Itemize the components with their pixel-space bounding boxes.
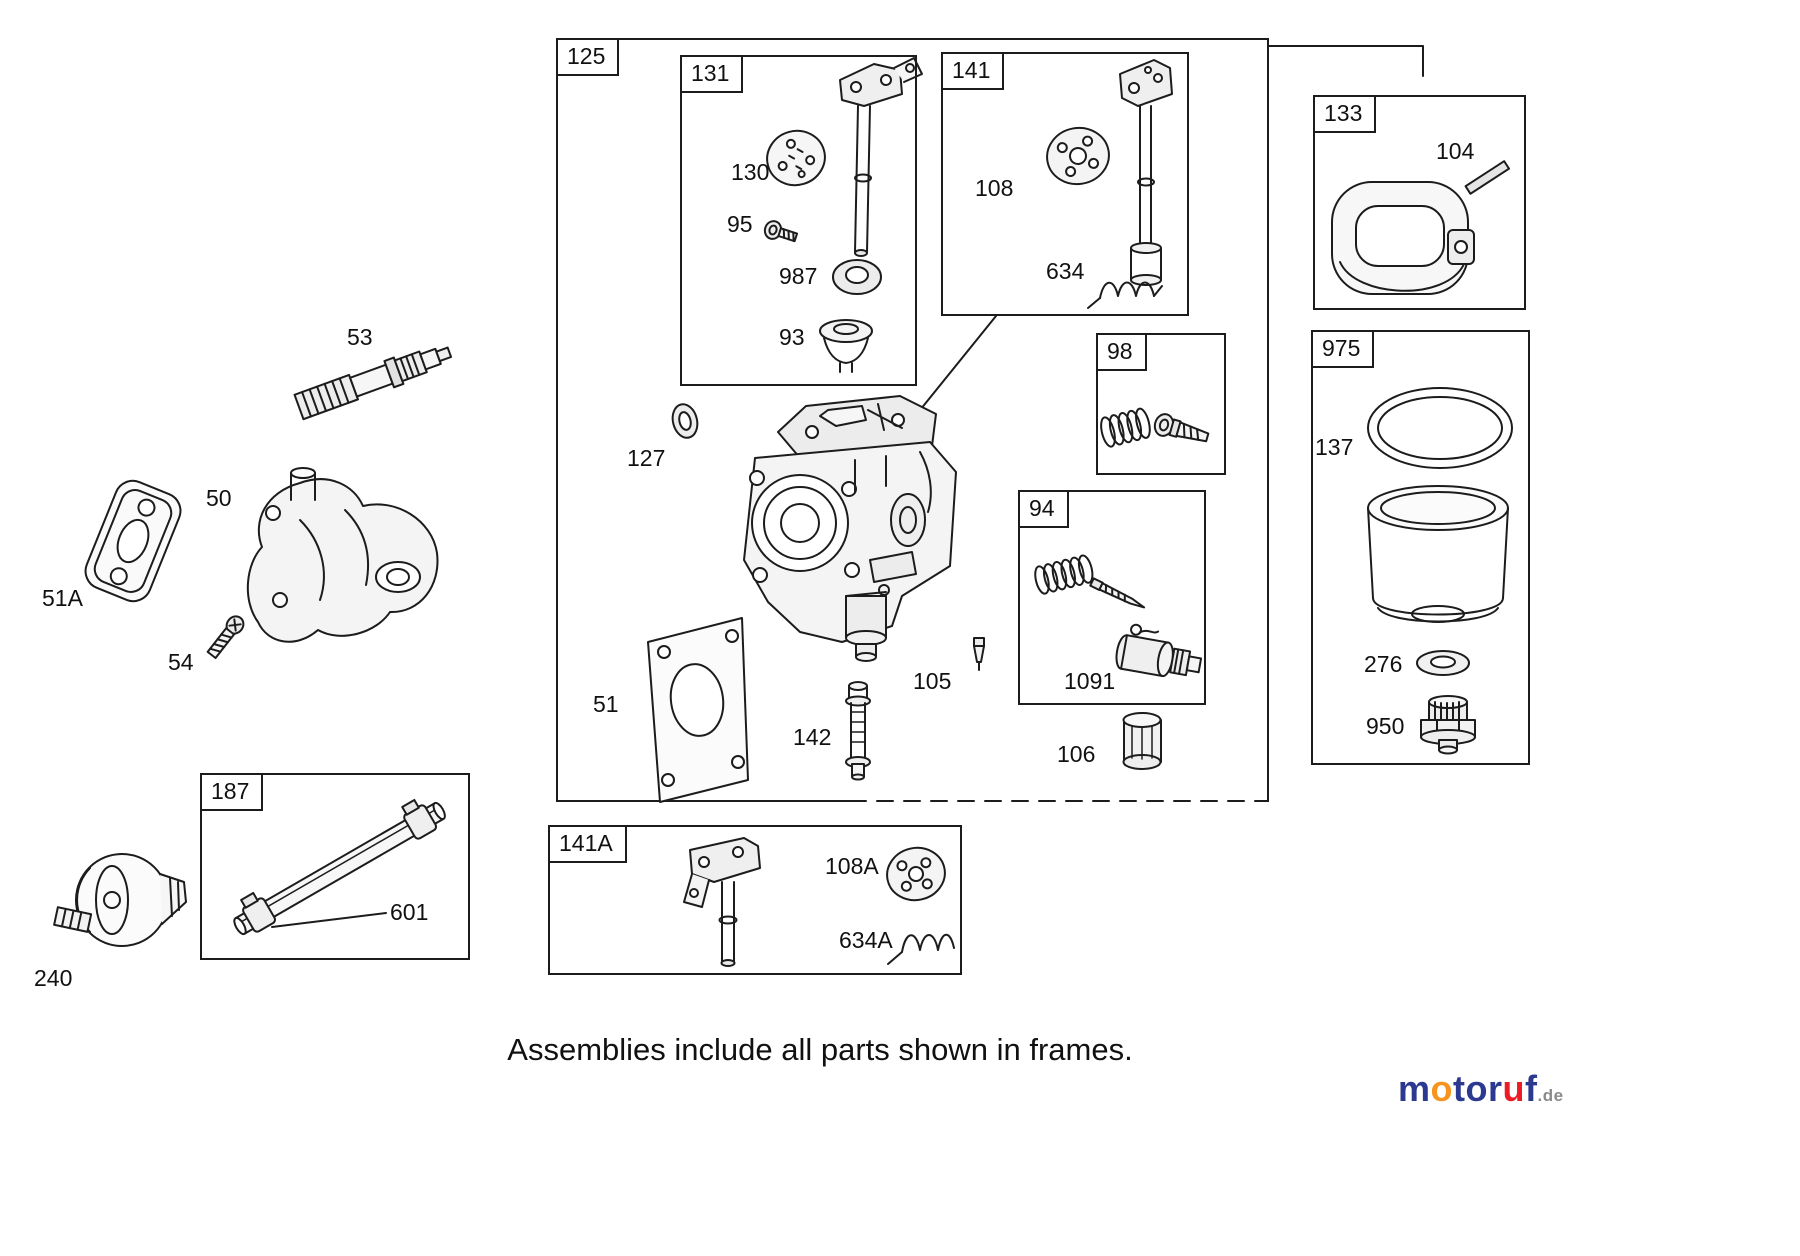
frame-975-label: 975 bbox=[1311, 330, 1375, 369]
part-label-240: 240 bbox=[34, 965, 73, 991]
part-53-fitting-drawing bbox=[293, 346, 453, 421]
part-label-106: 106 bbox=[1057, 741, 1096, 767]
part-50-manifold-drawing bbox=[246, 467, 439, 643]
part-133-float-drawing bbox=[1331, 181, 1475, 295]
part-1091-solenoid-drawing bbox=[1115, 623, 1203, 678]
part-94-idle-mixture-drawing bbox=[1034, 554, 1203, 678]
part-240-fuel-filter-drawing bbox=[53, 853, 187, 947]
part-141A-throttle-shaft-drawing bbox=[683, 837, 761, 967]
mixture-needle-drawing bbox=[1089, 577, 1146, 609]
frame-94-label: 94 bbox=[1018, 490, 1069, 529]
part-105-needle-drawing bbox=[973, 637, 985, 671]
mixture-spring-drawing bbox=[1034, 554, 1094, 595]
part-975-bowl-drawing bbox=[1367, 485, 1509, 623]
part-label-276: 276 bbox=[1364, 651, 1403, 677]
logo-letter: m bbox=[1398, 1068, 1431, 1109]
part-108-plate-drawing bbox=[1046, 126, 1110, 186]
logo-letter: f bbox=[1525, 1068, 1538, 1109]
frame-187-label: 187 bbox=[200, 773, 264, 812]
logo-letter: o bbox=[1430, 1068, 1454, 1109]
part-104-pin-drawing bbox=[1464, 160, 1511, 195]
part-label-634: 634 bbox=[1046, 258, 1085, 284]
assembly-note-caption: Assemblies include all parts shown in fr… bbox=[507, 1032, 1133, 1067]
logo-letter: r bbox=[1488, 1068, 1503, 1109]
part-label-51: 51 bbox=[593, 691, 619, 717]
part-label-601: 601 bbox=[390, 899, 429, 925]
frame-187: 187 bbox=[200, 773, 470, 960]
logo-letter: t bbox=[1453, 1068, 1466, 1109]
frame-975: 975 bbox=[1311, 330, 1530, 765]
motoruf-logo: motoruf.de bbox=[1398, 1068, 1564, 1110]
part-130-choke-plate-drawing bbox=[766, 129, 826, 187]
part-label-1091: 1091 bbox=[1064, 668, 1116, 694]
frame-141A-label: 141A bbox=[548, 825, 627, 864]
leader-line-141 bbox=[911, 315, 997, 421]
frame-131: 131 bbox=[680, 55, 917, 386]
carburetor-body-drawing bbox=[743, 395, 957, 662]
bracket-line-top-right bbox=[1268, 45, 1424, 77]
part-label-104: 104 bbox=[1436, 138, 1475, 164]
part-label-108A: 108A bbox=[825, 853, 879, 879]
frame-125: 125 bbox=[556, 38, 1269, 802]
part-187-fuel-line-drawing bbox=[233, 798, 446, 936]
part-987-seal-drawing bbox=[832, 259, 882, 295]
frame-131-label: 131 bbox=[680, 55, 744, 94]
part-95-screw-drawing bbox=[763, 220, 799, 243]
part-54-screw-drawing bbox=[206, 615, 245, 660]
part-label-634A: 634A bbox=[839, 927, 893, 953]
part-950-bowl-nut-drawing bbox=[1420, 695, 1476, 755]
part-127-seal-drawing bbox=[671, 403, 699, 439]
logo-letter: u bbox=[1502, 1068, 1526, 1109]
logo-letter: o bbox=[1465, 1068, 1489, 1109]
part-634-spring-drawing bbox=[1087, 281, 1163, 309]
part-634A-spring-drawing bbox=[887, 933, 955, 965]
frame-141-label: 141 bbox=[941, 52, 1005, 91]
frame-98-label: 98 bbox=[1096, 333, 1147, 372]
frame-133-label: 133 bbox=[1313, 95, 1377, 134]
part-label-53: 53 bbox=[347, 324, 373, 350]
logo-suffix: .de bbox=[1537, 1086, 1564, 1105]
frame-94: 94 bbox=[1018, 490, 1206, 705]
part-108A-plate-drawing bbox=[886, 846, 946, 902]
part-label-54: 54 bbox=[168, 649, 194, 675]
part-label-137: 137 bbox=[1315, 434, 1354, 460]
part-137-oring-drawing bbox=[1367, 387, 1513, 469]
part-141-throttle-shaft-drawing bbox=[1119, 59, 1173, 286]
frame-125-label: 125 bbox=[556, 38, 620, 77]
part-label-987: 987 bbox=[779, 263, 818, 289]
part-label-95: 95 bbox=[727, 211, 753, 237]
frame-133: 133 bbox=[1313, 95, 1526, 310]
part-label-127: 127 bbox=[627, 445, 666, 471]
part-93-valve-drawing bbox=[819, 319, 873, 373]
leader-line-601 bbox=[271, 912, 387, 928]
part-98-spring-screw-drawing bbox=[1100, 407, 1210, 448]
part-label-950: 950 bbox=[1366, 713, 1405, 739]
hose-clamp-lower bbox=[240, 891, 276, 933]
hose-clamp-upper bbox=[401, 798, 438, 840]
part-51-gasket-drawing bbox=[647, 617, 749, 803]
part-276-washer-drawing bbox=[1416, 650, 1470, 676]
part-106-filter-drawing bbox=[1122, 712, 1162, 770]
part-142-tube-drawing bbox=[845, 681, 871, 781]
part-51A-gasket-drawing bbox=[84, 479, 182, 603]
frame-141A: 141A bbox=[548, 825, 962, 975]
part-label-130: 130 bbox=[731, 159, 770, 185]
part-label-108: 108 bbox=[975, 175, 1014, 201]
part-label-50: 50 bbox=[206, 485, 232, 511]
part-label-93: 93 bbox=[779, 324, 805, 350]
frame-141: 141 bbox=[941, 52, 1189, 316]
part-label-105: 105 bbox=[913, 668, 952, 694]
part-label-51A: 51A bbox=[42, 585, 83, 611]
part-label-142: 142 bbox=[793, 724, 832, 750]
frame-98: 98 bbox=[1096, 333, 1226, 475]
